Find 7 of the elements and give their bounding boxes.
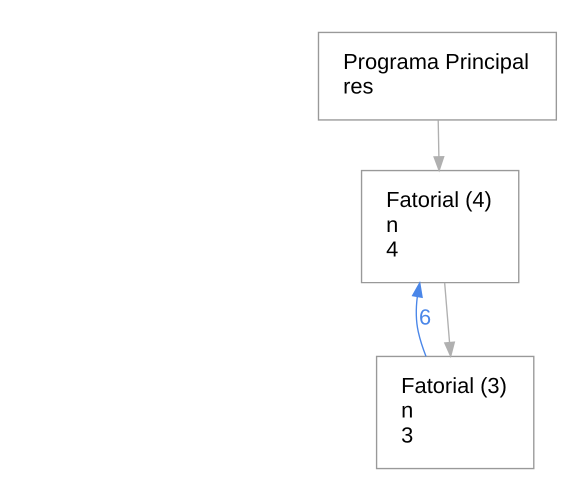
node-box: Fatorial (3) n 3 bbox=[376, 356, 534, 470]
arrow bbox=[412, 280, 427, 357]
arrow bbox=[433, 120, 445, 173]
node-box: Programa Principal res bbox=[318, 32, 558, 121]
node-box: Fatorial (4) n 4 bbox=[360, 170, 520, 284]
arrow bbox=[444, 282, 456, 358]
edge-label: 6 bbox=[419, 304, 432, 330]
